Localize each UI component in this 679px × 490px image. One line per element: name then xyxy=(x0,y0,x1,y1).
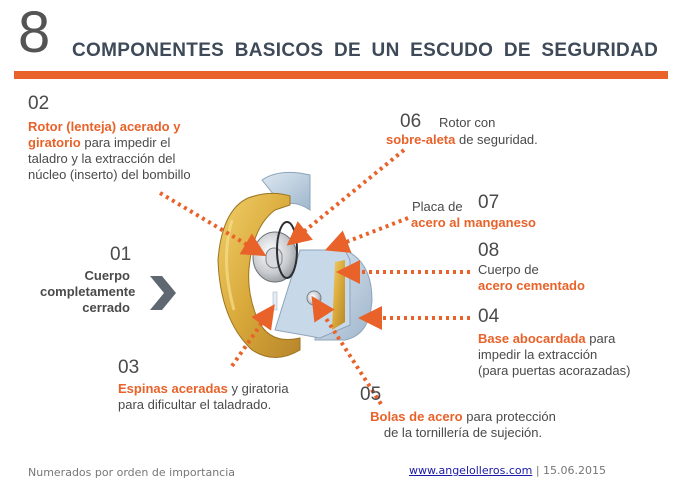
label-06-number: 06 xyxy=(400,111,422,132)
footer-credit: www.angelolleros.com | 15.06.2015 xyxy=(409,464,607,477)
footer-note: Numerados por orden de importancia xyxy=(28,466,236,479)
brass-shell xyxy=(217,192,301,358)
arrow-05 xyxy=(311,295,383,406)
label-03-number: 03 xyxy=(118,357,140,378)
label-06-text: sobre-aleta de seguridad. xyxy=(386,132,538,147)
steel-pin xyxy=(272,291,278,311)
steel-ball xyxy=(306,290,322,306)
label-02-text: Rotor (lenteja) acerado y giratorio para… xyxy=(28,119,191,182)
footer-date: 15.06.2015 xyxy=(543,464,607,477)
callout-arrows xyxy=(158,148,470,406)
title-underline xyxy=(14,71,668,79)
website-link[interactable]: www.angelolleros.com xyxy=(409,464,533,477)
label-05-number: 05 xyxy=(360,384,382,405)
label-06-pre: Rotor con xyxy=(439,115,496,130)
arrow-06 xyxy=(286,148,406,246)
header-number: 8 xyxy=(18,0,51,65)
label-02-number: 02 xyxy=(28,93,50,114)
arrow-07 xyxy=(324,216,409,253)
label-05-text: Bolas de acero para protección de la tor… xyxy=(370,409,556,440)
label-07-highlight: acero al manganeso xyxy=(411,215,536,230)
arrow-02 xyxy=(158,191,267,257)
label-03-text: Espinas aceradas y giratoria para dificu… xyxy=(118,381,289,412)
rotor-disc xyxy=(252,221,298,283)
label-04-number: 04 xyxy=(478,306,500,327)
label-01-text: Cuerpo completamente cerrado xyxy=(40,268,136,315)
label-07-number: 07 xyxy=(478,192,500,213)
page-title: COMPONENTES BASICOS DE UN ESCUDO DE SEGU… xyxy=(72,40,659,61)
label-08-highlight: acero cementado xyxy=(478,278,585,293)
label-04-text: Base abocardada para impedir la extracci… xyxy=(478,331,631,378)
label-08-number: 08 xyxy=(478,240,500,261)
label-01-number: 01 xyxy=(110,244,132,265)
chevron-right-icon xyxy=(150,276,176,310)
label-07-pre: Placa de xyxy=(412,199,463,214)
label-08-pre: Cuerpo de xyxy=(478,262,539,277)
